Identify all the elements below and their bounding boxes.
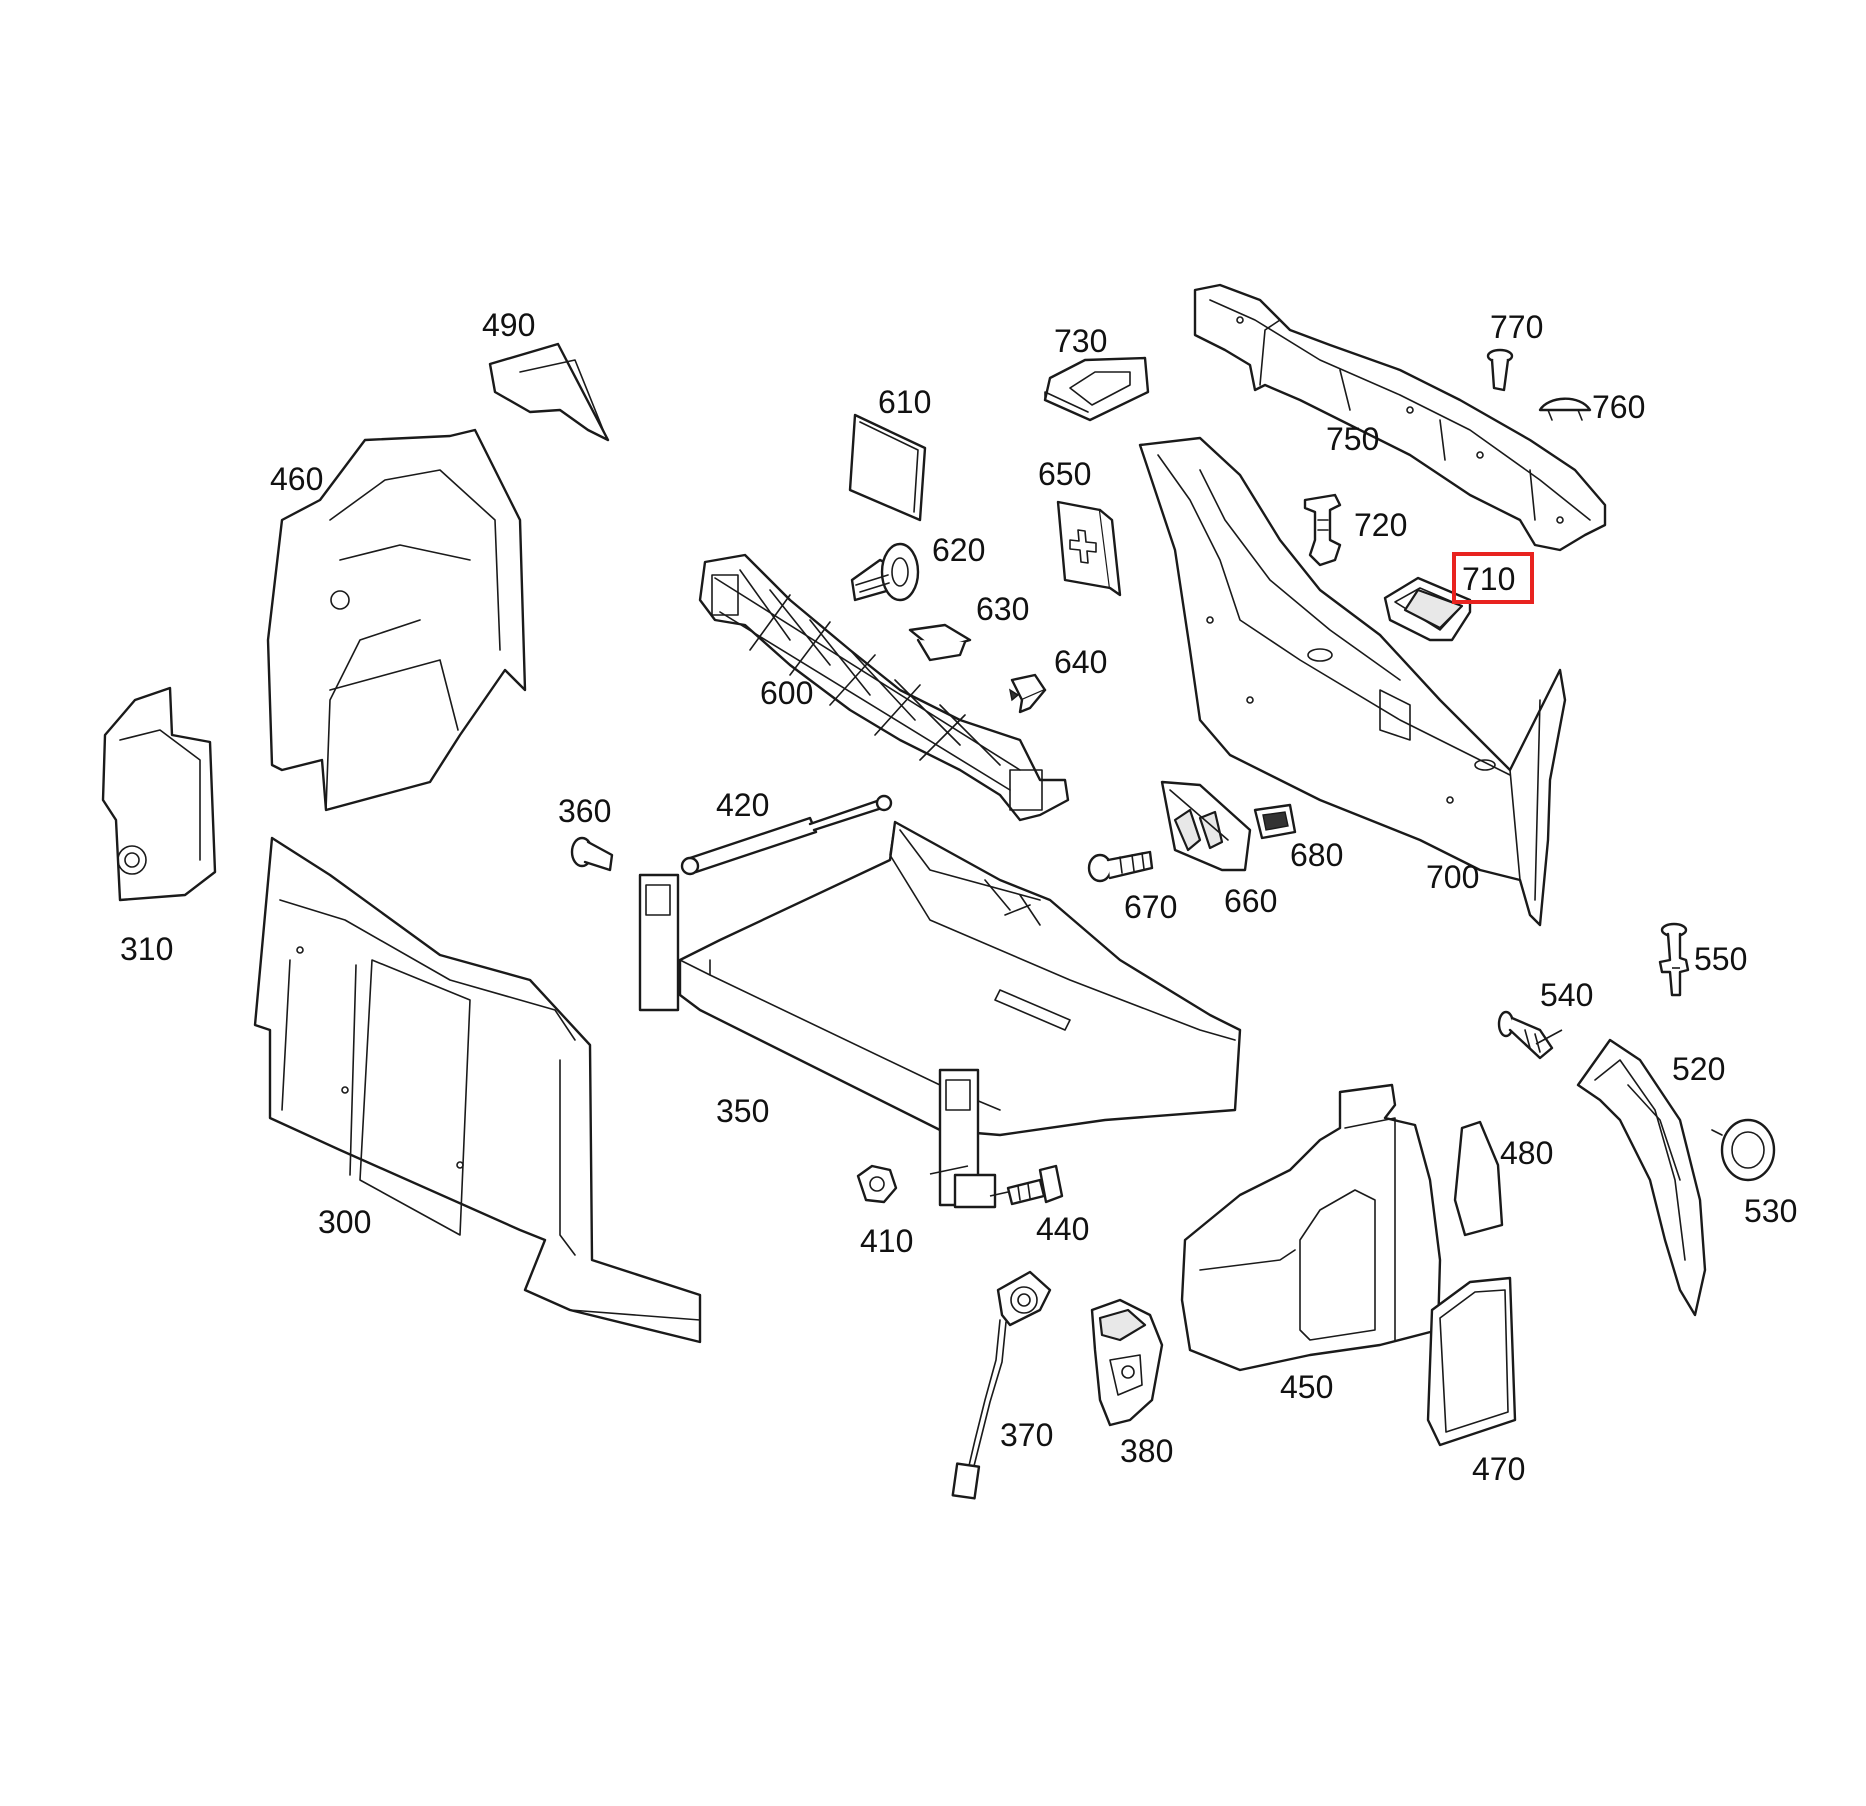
part-670-screw <box>1087 850 1154 883</box>
callout-540[interactable]: 540 <box>1540 977 1593 1013</box>
callout-520[interactable]: 520 <box>1672 1051 1725 1087</box>
part-700-rear-panel-trim <box>1138 436 1567 927</box>
part-620-expanding-rivet <box>850 542 920 602</box>
callout-750[interactable]: 750 <box>1326 421 1379 457</box>
callout-660[interactable]: 660 <box>1224 883 1277 919</box>
part-650-first-aid-plate <box>1056 500 1122 597</box>
callout-450[interactable]: 450 <box>1280 1369 1333 1405</box>
leader-lines <box>929 967 1680 1197</box>
callout-370[interactable]: 370 <box>1000 1417 1053 1453</box>
part-420-gas-strut <box>680 794 893 876</box>
part-350-floor-tray <box>638 820 1242 1209</box>
callout-300[interactable]: 300 <box>318 1204 371 1240</box>
callout-650[interactable]: 650 <box>1038 456 1091 492</box>
callout-310[interactable]: 310 <box>120 931 173 967</box>
part-630-clip-nut <box>908 623 972 662</box>
callout-360[interactable]: 360 <box>558 793 611 829</box>
part-710-storage-tray <box>1383 576 1472 642</box>
part-360-bolt <box>570 836 614 872</box>
callout-710[interactable]: 710 <box>1462 561 1515 597</box>
part-660-clamp-bracket <box>1160 780 1252 872</box>
part-450-wheel-arch-cover <box>1180 1083 1442 1372</box>
part-520-curved-trim <box>1576 1038 1707 1317</box>
callout-630[interactable]: 630 <box>976 591 1029 627</box>
part-490-trim-wedge <box>488 342 610 442</box>
part-730-frame-bracket <box>1043 356 1150 422</box>
callout-380[interactable]: 380 <box>1120 1433 1173 1469</box>
callout-670[interactable]: 670 <box>1124 889 1177 925</box>
part-530-cap <box>1711 1118 1776 1182</box>
callout-530[interactable]: 530 <box>1744 1193 1797 1229</box>
callout-620[interactable]: 620 <box>932 532 985 568</box>
callout-460[interactable]: 460 <box>270 461 323 497</box>
part-410-nut <box>856 1164 898 1204</box>
part-380-latch <box>1090 1298 1164 1427</box>
part-680-clip <box>1253 803 1297 840</box>
callout-470[interactable]: 470 <box>1472 1451 1525 1487</box>
callout-720[interactable]: 720 <box>1354 507 1407 543</box>
part-610-square-pad <box>848 413 927 522</box>
callout-700[interactable]: 700 <box>1426 859 1479 895</box>
callout-480[interactable]: 480 <box>1500 1135 1553 1171</box>
part-600-lattice-bracket <box>698 553 1070 822</box>
part-550-pin <box>1658 922 1690 997</box>
part-750-upper-cross-member <box>1193 283 1607 552</box>
part-370-motor-cable <box>951 1270 1052 1500</box>
part-440-bolt <box>1006 1164 1064 1206</box>
part-310-wheelhouse-trim <box>101 686 217 902</box>
callout-710-highlight-box <box>1452 552 1534 604</box>
callout-730[interactable]: 730 <box>1054 323 1107 359</box>
callout-770[interactable]: 770 <box>1490 309 1543 345</box>
part-640-clip <box>1008 673 1047 714</box>
part-540-bolt <box>1497 1010 1554 1060</box>
part-770-bolt <box>1486 348 1514 392</box>
callout-600[interactable]: 600 <box>760 675 813 711</box>
part-460-side-trim-panel <box>266 428 527 812</box>
part-470-cover-panel <box>1426 1276 1517 1447</box>
part-480-small-cover <box>1453 1120 1504 1237</box>
part-720-push-clip <box>1303 493 1342 567</box>
callout-labels: 490 460 310 300 610 620 630 640 600 730 … <box>120 307 1797 1487</box>
callout-420[interactable]: 420 <box>716 787 769 823</box>
callout-550[interactable]: 550 <box>1694 941 1747 977</box>
callout-490[interactable]: 490 <box>482 307 535 343</box>
part-300-floor-panel <box>253 836 702 1344</box>
callout-680[interactable]: 680 <box>1290 837 1343 873</box>
callout-350[interactable]: 350 <box>716 1093 769 1129</box>
callout-760[interactable]: 760 <box>1592 389 1645 425</box>
callout-640[interactable]: 640 <box>1054 644 1107 680</box>
part-760-cap <box>1538 397 1592 421</box>
callout-440[interactable]: 440 <box>1036 1211 1089 1247</box>
callout-610[interactable]: 610 <box>878 384 931 420</box>
callout-410[interactable]: 410 <box>860 1223 913 1259</box>
